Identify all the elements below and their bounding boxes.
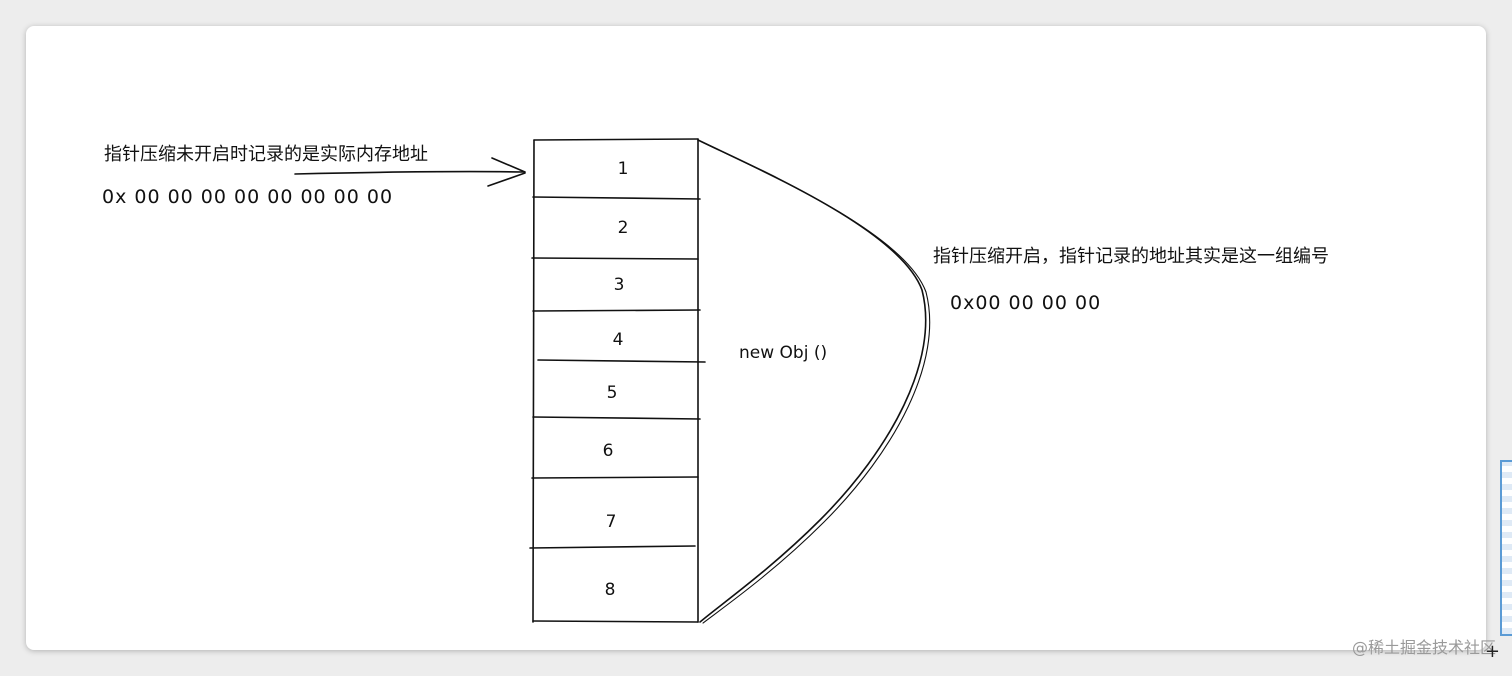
column-left-edge xyxy=(532,139,535,623)
cell-number: 2 xyxy=(618,218,629,238)
compressed-address: 0x00 00 00 00 xyxy=(950,292,1101,314)
watermark: @稀土掘金技术社区 xyxy=(1351,638,1496,657)
divider-2 xyxy=(531,257,699,260)
cell-number: 1 xyxy=(618,159,629,179)
group-bracket-curve xyxy=(697,139,927,623)
object-label: new Obj () xyxy=(739,343,827,363)
cell-number: 7 xyxy=(606,512,617,532)
crosshair-cursor-icon: + xyxy=(1484,641,1500,662)
cell-number: 3 xyxy=(614,275,625,295)
column-bottom-edge xyxy=(532,620,699,623)
cell-number: 4 xyxy=(613,330,624,350)
compressed-title: 指针压缩开启，指针记录的地址其实是这一组编号 xyxy=(933,246,1329,267)
uncompressed-address: 0x 00 00 00 00 00 00 00 00 xyxy=(102,186,393,208)
pointer-arrow-head-lower xyxy=(487,172,526,187)
divider-4 xyxy=(537,359,706,363)
pointer-arrow-head-upper xyxy=(491,157,526,173)
divider-7 xyxy=(529,545,696,549)
divider-5 xyxy=(532,416,701,420)
group-bracket-curve-echo xyxy=(699,140,931,624)
cell-number: 8 xyxy=(605,580,616,600)
diagram-canvas xyxy=(26,26,1486,650)
pointer-arrow xyxy=(294,170,525,175)
divider-6 xyxy=(531,476,699,479)
divider-3 xyxy=(532,309,701,312)
cell-number: 6 xyxy=(603,441,614,461)
uncompressed-title: 指针压缩未开启时记录的是实际内存地址 xyxy=(104,144,428,165)
cell-number: 5 xyxy=(607,383,618,403)
side-grid-widget[interactable] xyxy=(1500,460,1512,636)
column-top-edge xyxy=(533,138,699,141)
divider-1 xyxy=(532,196,701,200)
